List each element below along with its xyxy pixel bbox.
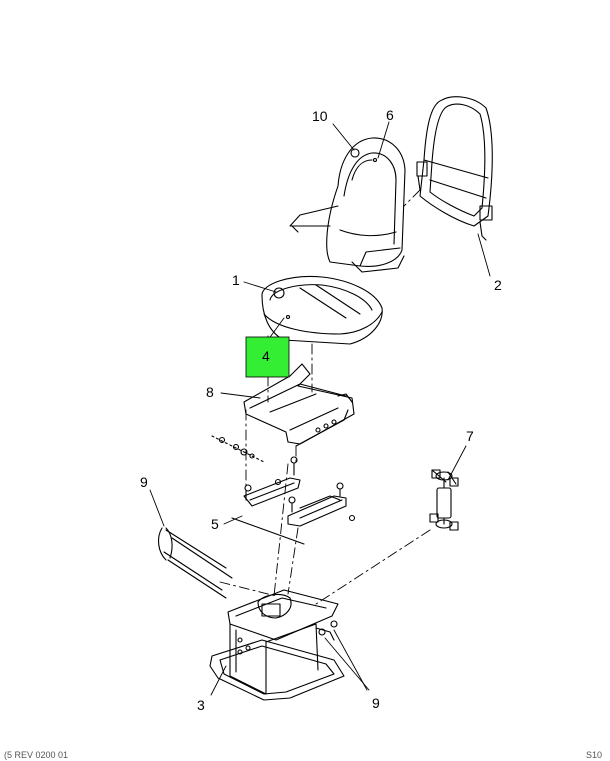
callout-10[interactable]: 10 bbox=[312, 108, 328, 124]
callout-2[interactable]: 2 bbox=[494, 277, 502, 293]
seat-cushion bbox=[261, 275, 383, 345]
callout-leaders bbox=[149, 121, 491, 696]
callout-5[interactable]: 5 bbox=[211, 516, 219, 532]
mounting-hardware bbox=[211, 435, 265, 463]
callout-8[interactable]: 8 bbox=[206, 384, 214, 400]
callout-9-upper[interactable]: 9 bbox=[140, 474, 148, 490]
suspension-base bbox=[209, 589, 345, 701]
seat-adapter bbox=[231, 456, 356, 545]
callout-3[interactable]: 3 bbox=[197, 697, 205, 713]
callout-6[interactable]: 6 bbox=[386, 107, 394, 123]
callout-4[interactable]: 4 bbox=[262, 348, 270, 364]
footer-page-code: S10 bbox=[586, 750, 603, 760]
footer-reference: (5 REV 0200 01 bbox=[4, 750, 69, 760]
alignment-lines bbox=[219, 189, 431, 605]
callout-7[interactable]: 7 bbox=[466, 428, 474, 444]
slide-rails bbox=[243, 363, 355, 447]
seat-back bbox=[289, 137, 406, 273]
callout-9-lower[interactable]: 9 bbox=[372, 695, 380, 711]
shock-absorber bbox=[429, 469, 459, 531]
arm-rest bbox=[416, 96, 493, 241]
callout-4-highlight[interactable] bbox=[245, 336, 290, 378]
callout-1[interactable]: 1 bbox=[232, 272, 240, 288]
u-bolts bbox=[157, 527, 233, 599]
